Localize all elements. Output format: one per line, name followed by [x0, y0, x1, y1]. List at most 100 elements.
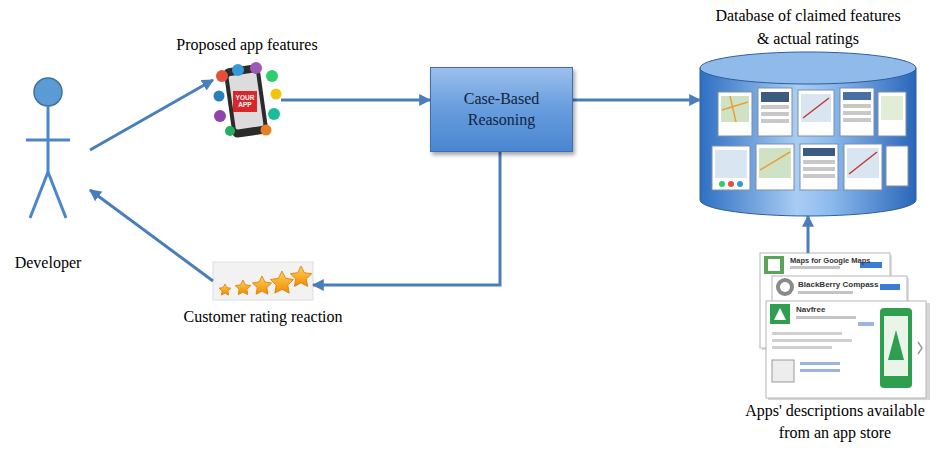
app-icon-illustration	[214, 62, 282, 138]
flow-arrow	[90, 80, 213, 150]
app-icon-illustration-part	[271, 89, 282, 100]
database-screenshots-part	[715, 150, 747, 178]
database-screenshots-part	[737, 181, 743, 187]
app-store-screenshots-part	[796, 316, 856, 319]
flow-arrow	[313, 152, 500, 285]
database-screenshots-part	[803, 160, 835, 164]
app-store-screenshots-part	[880, 308, 912, 388]
database-screenshots-part	[798, 90, 834, 136]
database-screenshots-part	[840, 88, 874, 136]
app-store-screenshots-part	[772, 346, 832, 349]
database-screenshots-part	[761, 105, 789, 109]
app-title: Maps for Google Maps	[790, 256, 870, 265]
node-caption: Database of claimed features & actual ra…	[712, 5, 904, 50]
stick-figure-part	[26, 139, 70, 142]
app-icon-illustration-part	[233, 91, 257, 112]
database-screenshots-part	[761, 112, 789, 116]
database-screenshots-part	[803, 174, 835, 178]
database-cylinder	[700, 52, 916, 216]
app-title: BlackBerry Compass	[798, 280, 878, 289]
database-screenshots-part	[712, 146, 750, 190]
rating-stars-illustration-part-part	[270, 271, 293, 293]
app-store-screenshots-part	[918, 342, 922, 354]
database-cylinder-part	[700, 52, 916, 84]
actor-figure: Developer	[20, 76, 90, 222]
app-store-screenshots-part	[858, 322, 874, 326]
app-store-screenshots-part	[800, 362, 840, 365]
database-screenshots-part	[803, 167, 835, 171]
app-store-screenshots-part	[772, 339, 852, 342]
database-screenshots-part	[843, 118, 871, 122]
database-screenshots-part	[803, 148, 835, 156]
stick-figure-part	[48, 172, 66, 218]
rating-stars-illustration-part-part	[219, 284, 231, 295]
app-icon-illustration-part	[232, 64, 244, 76]
database-screenshots-part	[843, 92, 871, 100]
database-screenshots-part	[849, 152, 877, 174]
rating-stars-illustration-part-part	[235, 280, 250, 295]
app-store-screenshots-part	[884, 316, 908, 376]
node-caption: Customer rating reaction	[163, 306, 363, 328]
database-screenshots-part	[759, 148, 791, 178]
icon-caption: YOUR APP	[234, 94, 256, 108]
flow-arrow	[90, 190, 213, 281]
app-store-screenshots-part	[766, 301, 926, 398]
database-cylinder: Database of claimed features & actual ra…	[700, 52, 916, 216]
database-screenshots-part	[843, 111, 871, 115]
app-store-image: Apps' descriptions available from an app…	[760, 253, 928, 398]
app-store-screenshots-part	[780, 282, 790, 292]
node-caption: Developer	[0, 252, 113, 274]
database-screenshots-part	[801, 94, 831, 122]
flow-arrow	[807, 216, 810, 253]
node-caption: Apps' descriptions available from an app…	[735, 400, 935, 445]
rating-stars-illustration-part	[213, 262, 313, 300]
app-store-screenshots-part	[798, 291, 853, 294]
app-icon-illustration-part	[250, 62, 262, 74]
app-icon-illustration-part	[216, 70, 228, 82]
process-box: Case-Based Reasoning	[430, 67, 573, 152]
database-screenshots-part	[728, 181, 734, 187]
app-icon-illustration-part	[261, 125, 272, 136]
app-store-screenshots-part	[800, 369, 840, 372]
database-screenshots-part	[760, 152, 790, 170]
stick-figure	[26, 78, 70, 218]
database-screenshots-part	[878, 92, 906, 136]
rating-stars-illustration	[213, 262, 313, 300]
rating-stars-illustration-part-part	[290, 266, 311, 286]
database-screenshots-part	[886, 146, 908, 186]
app-store-screenshots-part	[774, 308, 786, 320]
database-screenshots-part	[761, 92, 789, 102]
database-screenshots-part	[843, 104, 871, 108]
database-screenshots-part	[721, 96, 749, 122]
database-screenshots-part	[844, 144, 882, 190]
database-screenshots-part	[722, 96, 748, 122]
database-screenshots-part	[718, 92, 752, 136]
app-store-screenshots-part	[770, 304, 790, 324]
rating-stars-illustration-part-part	[252, 276, 271, 294]
app-icon-illustration-part	[214, 110, 226, 122]
app-icon-illustration-part	[268, 108, 280, 120]
app-store-screenshots-part	[764, 256, 784, 274]
app-store-screenshots-part	[790, 266, 840, 269]
flow-arrow	[573, 99, 700, 102]
database-screenshots-part	[758, 88, 792, 136]
database-screenshots-part	[719, 181, 725, 187]
app-icon-illustration-part	[214, 91, 225, 102]
stick-figure-part	[30, 172, 48, 218]
app-store-screenshots-part	[772, 332, 842, 335]
database-screenshots-part	[847, 148, 879, 178]
box-label: Case-Based Reasoning	[431, 89, 572, 131]
app-store-screenshots-part	[888, 330, 904, 360]
database-screenshots	[712, 88, 908, 190]
rating-image: Customer rating reaction	[213, 262, 313, 300]
app-title: Navfree	[796, 305, 825, 314]
database-screenshots-part	[761, 119, 789, 123]
database-screenshots-part	[800, 144, 838, 190]
database-screenshots-part	[756, 144, 794, 190]
app-icon-illustration-part	[225, 126, 235, 136]
app-icon-illustration-part	[266, 70, 278, 82]
app-store-screenshots-part	[768, 259, 780, 271]
app-store-screenshots-part	[776, 278, 794, 296]
app-icon-illustration-part	[228, 72, 263, 129]
